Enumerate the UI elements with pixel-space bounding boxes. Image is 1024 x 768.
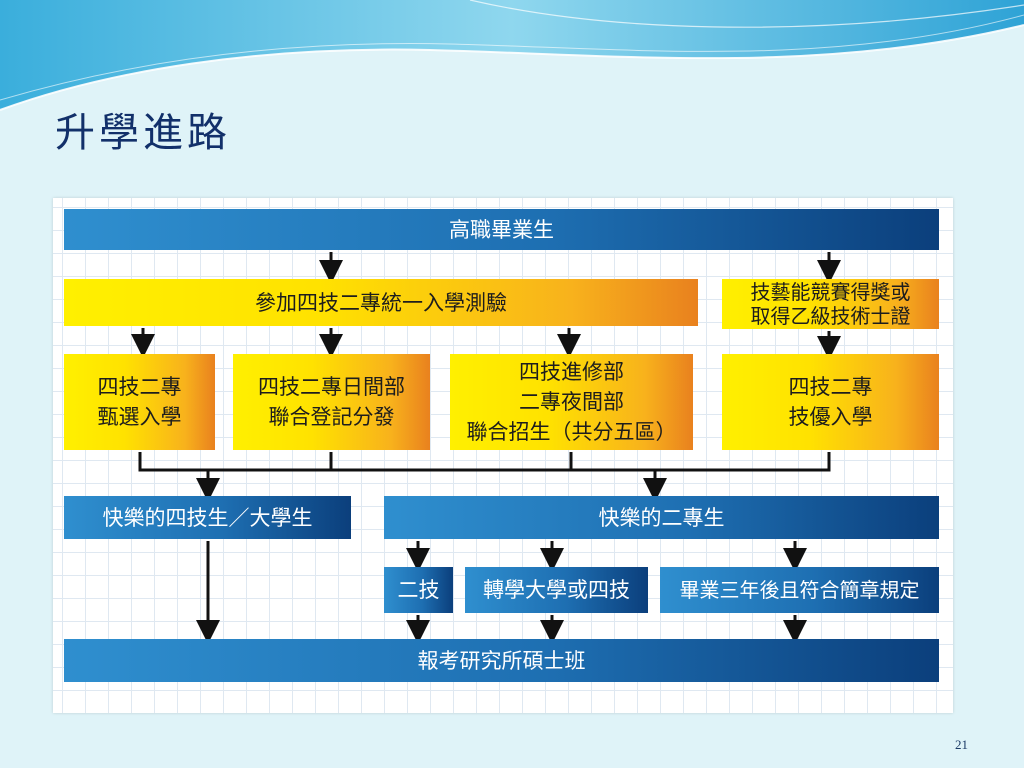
path-day-division-box: 四技二專日間部 聯合登記分發: [233, 354, 430, 450]
header-wave-decoration: [0, 0, 1024, 111]
graduate-rule-box: 畢業三年後且符合簡章規定: [660, 567, 939, 613]
path-selection-box: 四技二專 甄選入學: [64, 354, 215, 450]
masters-box: 報考研究所碩士班: [64, 639, 939, 682]
university-student-box: 快樂的四技生／大學生: [64, 496, 351, 539]
path-continuing-box: 四技進修部 二專夜間部 聯合招生（共分五區）: [450, 354, 693, 450]
path-excellence-box: 四技二專 技優入學: [722, 354, 939, 450]
two-year-tech-box: 二技: [384, 567, 453, 613]
flowchart-panel: [53, 198, 953, 713]
page-number: 21: [955, 737, 968, 752]
graduate-box: 高職畢業生: [64, 209, 939, 250]
junior-college-student-box: 快樂的二專生: [384, 496, 939, 539]
slide-title: 升學進路: [55, 110, 231, 156]
competition-box: 技藝能競賽得獎或 取得乙級技術士證: [722, 279, 939, 329]
unified-exam-box: 參加四技二專統一入學測驗: [64, 279, 698, 326]
transfer-box: 轉學大學或四技: [465, 567, 648, 613]
